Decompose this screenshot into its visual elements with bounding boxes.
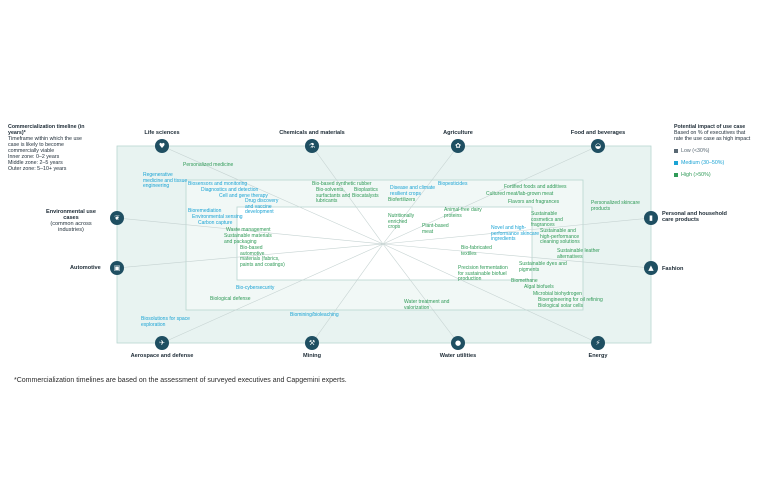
category-water: Water utilities (439, 353, 477, 359)
category-environmental: Environmental use cases (common across i… (38, 209, 104, 233)
use-case-label: Bioremediation (188, 208, 222, 214)
agriculture-sprout-icon: ✿ (451, 139, 465, 153)
use-case-label: Animal-free dairy proteins (444, 207, 482, 219)
use-case-label: Diagnostics and detection (201, 187, 259, 193)
environment-leaf-icon: ❦ (110, 211, 124, 225)
impact-legend-medium: Medium (30–50%) (674, 160, 754, 166)
use-case-label: Disease and climate resilient crops (390, 185, 436, 197)
chemicals-flask-icon: ⚗ (305, 139, 319, 153)
category-chemicals: Chemicals and materials (279, 130, 345, 136)
use-case-label: Environmental sensing (192, 214, 243, 220)
category-environmental-subtitle: (common across industries) (50, 221, 92, 233)
impact-legend: Potential impact of use case Based on % … (674, 124, 754, 178)
use-case-label: Biofertilizers (388, 197, 416, 203)
use-case-label: Biocatalysts (352, 193, 379, 199)
category-agriculture: Agriculture (443, 130, 473, 136)
aerospace-plane-icon: ✈ (155, 336, 169, 350)
use-case-label: Waste management (226, 227, 271, 233)
use-case-label: Bioengineering for oil refining (538, 297, 603, 303)
use-case-label: Cell and gene therapy (219, 193, 268, 199)
use-case-label: Biosensors and monitoring (188, 181, 248, 187)
category-mining: Mining (302, 353, 322, 359)
use-case-label: Biomining/bioleaching (290, 312, 339, 318)
medium-swatch (674, 161, 678, 165)
impact-legend-description: Based on % of executives that rate the u… (674, 130, 751, 142)
use-case-label: Cultured meat/lab-grown meat (486, 191, 554, 197)
use-case-label: Bio-based synthetic rubber (312, 181, 372, 187)
fashion-shirt-icon: ▲ (644, 261, 658, 275)
use-case-label: Fortified foods and additives (504, 184, 567, 190)
use-case-label: Personalized skincare products (591, 200, 640, 212)
use-case-label: Regenerative medicine and tissue enginee… (143, 172, 188, 190)
use-case-label: Carbon capture (198, 220, 233, 226)
timeline-legend-title: Commercialization timeline (in years)* (8, 124, 85, 136)
medium-label: Medium (30–50%) (681, 160, 725, 166)
use-case-label: Water treatment and valorization (404, 299, 450, 311)
low-label: Low (<30%) (681, 148, 710, 154)
impact-legend-title: Potential impact of use case (674, 124, 746, 130)
use-case-label: Plant-based meat (422, 223, 449, 235)
use-case-label: Bio-solvents, surfactants and lubricants (316, 187, 351, 205)
category-fashion: Fashion (662, 266, 684, 272)
use-case-label: Biological defense (210, 296, 251, 302)
automotive-car-icon: ▣ (110, 261, 124, 275)
use-case-label: Sustainable materials and packaging (224, 233, 272, 245)
use-case-label: Bioplastics (354, 187, 378, 193)
impact-legend-high: High (>50%) (674, 172, 754, 178)
use-case-label: Sustainable dyes and pigments (519, 261, 567, 273)
timeline-legend-description: Timeframe within which the use case is l… (8, 136, 82, 154)
use-case-label: Bio-cybersecurity (236, 285, 275, 291)
timeline-legend: Commercialization timeline (in years)* T… (8, 124, 88, 172)
use-case-label: Biopesticides (438, 181, 468, 187)
use-case-label: Personalized medicine (183, 162, 234, 168)
water-drop-icon: ● (451, 336, 465, 350)
use-case-label: Precision fermentation for sustainable b… (458, 265, 508, 283)
category-food: Food and beverages (570, 130, 626, 136)
use-case-label: Novel and high-performance skincare ingr… (491, 225, 540, 243)
timeline-zone-inner: Inner zone: 0–2 years (8, 154, 60, 160)
use-case-label: Bio-fabricated textiles (461, 245, 492, 257)
high-swatch (674, 173, 678, 177)
life-sciences-icon: ♥ (155, 139, 169, 153)
use-case-label: Flavors and fragrances (508, 199, 560, 205)
spokes (116, 145, 652, 344)
category-energy: Energy (588, 353, 608, 359)
high-label: High (>50%) (681, 172, 711, 178)
low-swatch (674, 149, 678, 153)
category-life-sciences: Life sciences (144, 130, 180, 136)
category-environmental-title: Environmental use cases (45, 209, 97, 221)
use-case-label: Biosolutions for space exploration (141, 316, 190, 328)
food-bowl-icon: ◒ (591, 139, 605, 153)
energy-bolt-icon: ⚡ (591, 336, 605, 350)
use-case-label: Sustainable leather alternatives (557, 248, 600, 260)
use-case-label: Biomethane (511, 278, 538, 284)
use-case-label: Drug discovery and vaccine development (245, 198, 279, 216)
timeline-zone-outer: Outer zone: 5–10+ years (8, 166, 67, 172)
footnote: *Commercialization timelines are based o… (14, 377, 347, 384)
use-case-label: Sustainable cosmetics and fragrances (531, 211, 563, 229)
use-case-label: Algal biofuels (524, 284, 554, 290)
use-case-label: Sustainable and high-performance cleanin… (540, 228, 580, 246)
use-case-label: Biological solar cells (538, 303, 584, 309)
category-automotive: Automotive (70, 265, 101, 271)
mining-pickaxe-icon: ⚒ (305, 336, 319, 350)
use-case-label: Nutritionally enriched crops (388, 213, 415, 231)
timeline-zone-middle: Middle zone: 2–5 years (8, 160, 63, 166)
category-aerospace: Aerospace and defense (130, 353, 194, 359)
personal-care-bottle-icon: ▮ (644, 211, 658, 225)
impact-legend-low: Low (<30%) (674, 148, 754, 154)
use-case-label: Bio-based automotive materials (fabrics,… (240, 245, 285, 268)
category-personal-care: Personal and household care products (662, 211, 727, 223)
use-case-label: Microbial biohydrogen (533, 291, 582, 297)
